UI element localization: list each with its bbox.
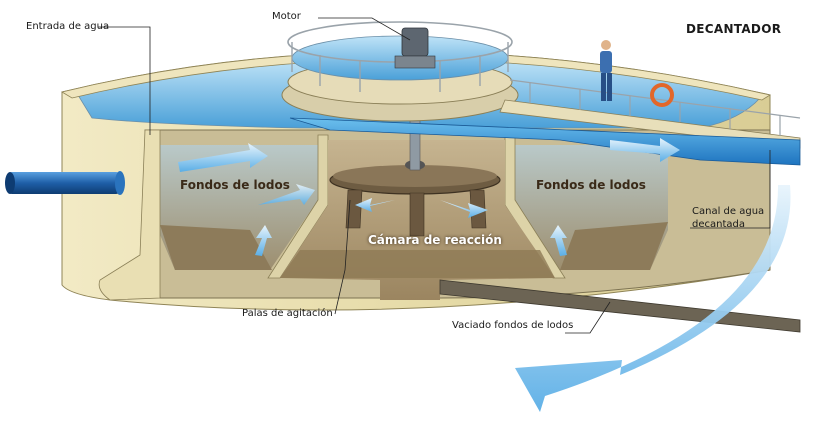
flow-arrow-up-right <box>550 225 567 256</box>
motor-housing <box>401 27 429 57</box>
flow-arrow-right-top <box>610 138 680 162</box>
flow-arrow-center-left <box>355 198 395 212</box>
railing-posts <box>291 42 509 92</box>
right-sludge-deposit <box>560 222 668 270</box>
label-entrada-agua: Entrada de agua <box>26 21 110 32</box>
inlet-pipe <box>8 172 120 194</box>
chamber-floor-sludge <box>280 250 555 278</box>
paddle-left <box>345 189 363 229</box>
left-outer-wall-section <box>98 129 161 301</box>
flow-arrow-left-down <box>258 184 315 205</box>
diagram-title: DECANTADOR <box>686 22 782 36</box>
outflow-arrow <box>515 185 791 412</box>
flow-arrow-left-top <box>178 143 268 172</box>
paddle-mid <box>409 192 425 237</box>
label-fondos-lodos-right: Fondos de lodos <box>536 178 646 192</box>
label-motor: Motor <box>272 11 301 22</box>
label-canal-line1: Canal de agua <box>692 206 765 217</box>
worker-figure <box>600 40 612 101</box>
label-camara-reaccion: Cámara de reacción <box>368 233 502 247</box>
label-palas-agitacion: Palas de agitación <box>242 308 333 319</box>
label-fondos-lodos-left: Fondos de lodos <box>180 178 290 192</box>
life-ring <box>650 83 674 107</box>
tank-rim <box>60 51 772 101</box>
label-vaciado-fondos: Vaciado fondos de lodos <box>452 320 574 331</box>
leader-lines <box>98 17 771 334</box>
flow-arrow-center-right <box>440 200 488 218</box>
flow-arrow-up-left <box>255 225 272 256</box>
label-canal-line2: decantada <box>692 219 745 230</box>
left-sludge-deposit <box>160 225 272 270</box>
